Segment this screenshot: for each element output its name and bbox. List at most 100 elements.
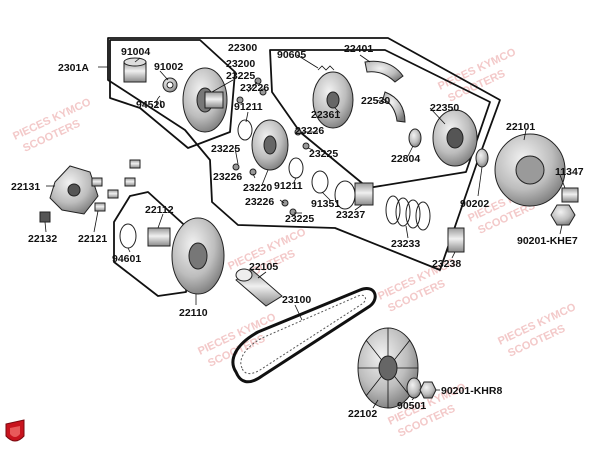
part-pin (281, 199, 289, 207)
leader-line (375, 99, 391, 105)
leader-line (257, 271, 267, 279)
leader-line (477, 166, 483, 197)
part-pin (302, 142, 310, 150)
group-outlines (107, 37, 501, 297)
part-label: 22131 (11, 181, 40, 193)
leader-line (44, 221, 47, 233)
leader-lines (44, 54, 566, 409)
leader-line (405, 225, 409, 239)
leader-line (293, 177, 297, 183)
part-90202-nut (475, 148, 489, 168)
part-90605-spring (317, 65, 335, 71)
parts (39, 57, 579, 409)
part-label: 22102 (348, 408, 377, 420)
leader-line (559, 224, 563, 235)
part-23237-collar (354, 182, 374, 206)
leader-line (407, 145, 414, 157)
part-90501-washer (406, 377, 422, 399)
part-23233-spring (385, 195, 431, 231)
leader-line (359, 54, 371, 63)
leader-line (334, 107, 341, 114)
part-22112-bushing (147, 227, 171, 247)
leader-line (294, 304, 303, 321)
part-label: 23237 (336, 209, 365, 221)
part-labels: 2301A 91004 91002 23200 23225 23226 9452… (11, 42, 584, 420)
part-94520-clip (156, 95, 161, 109)
part-label: 23226 (245, 196, 274, 208)
part-label: 22401 (344, 43, 373, 55)
leader-line (159, 99, 163, 109)
leader-line (261, 169, 269, 186)
part-label: 90501 (397, 400, 426, 412)
part-label: 94520 (136, 99, 165, 111)
part-pin (289, 208, 297, 216)
part-22804-washer (408, 128, 422, 148)
part-label: 90201-KHR8 (441, 385, 502, 397)
part-label: 22110 (179, 307, 208, 319)
part-pin (232, 163, 240, 171)
part-label: 91002 (154, 61, 183, 73)
part-label: 23233 (391, 238, 420, 250)
leader-line (127, 247, 131, 253)
part-label: 22350 (430, 102, 459, 114)
part-label: 91211 (274, 180, 303, 192)
leader-line (159, 70, 169, 81)
part-label: 22530 (361, 95, 390, 107)
part-22105-collar (235, 268, 283, 307)
part-label: 11347 (555, 166, 584, 178)
part-23238-collar (447, 227, 465, 253)
leader-line (559, 174, 566, 189)
part-label: 22361 (311, 109, 340, 121)
part-pin (259, 88, 267, 96)
part-91002-hole (166, 81, 174, 89)
part-label: 22101 (506, 121, 535, 133)
part-label: 91004 (121, 46, 150, 58)
leader-line (451, 251, 456, 259)
part-23200-boss (204, 91, 224, 109)
leader-line (134, 57, 141, 63)
leader-line (307, 147, 314, 151)
part-label: 23220 (243, 182, 272, 194)
part-23100-belt-inner (240, 294, 366, 375)
drive-face-group-outline (113, 191, 193, 297)
part-91211-o-ring (237, 119, 253, 141)
part-90201-khr8-nut (419, 381, 437, 399)
leader-line (234, 147, 239, 165)
part-22121-roller (129, 159, 141, 169)
part-label: 22132 (28, 233, 57, 245)
part-label: 23225 (211, 143, 240, 155)
part-label: 23225 (285, 213, 314, 225)
part-label: 22804 (391, 153, 420, 165)
part-label: 2301A (58, 62, 89, 74)
leader-line (523, 129, 527, 141)
part-91211-o-ring (288, 157, 304, 179)
part-22132-slider (39, 211, 51, 223)
part-94601-ring (119, 223, 137, 249)
part-label: 23238 (432, 258, 461, 270)
leader-line (93, 210, 99, 233)
leader-line (429, 107, 446, 125)
leader-line (321, 191, 331, 201)
part-label: 90605 (277, 49, 306, 61)
part-22121-roller (124, 177, 136, 187)
part-label: 22105 (249, 261, 278, 273)
leader-line (372, 399, 379, 409)
shield-logo-icon (5, 419, 25, 442)
part-22121-roller (91, 177, 103, 187)
leader-line (411, 397, 415, 401)
leader-line (245, 111, 249, 123)
part-label: 23226 (213, 171, 242, 183)
driven-face-group-outline (109, 39, 236, 149)
part-22101-center (515, 155, 545, 185)
leader-line (354, 204, 363, 211)
leader-line (211, 79, 234, 93)
part-label: 91351 (311, 198, 340, 210)
part-label: 22300 (228, 42, 257, 54)
leader-line (157, 213, 164, 229)
part-11347-bushing (561, 187, 579, 203)
part-label: 23225 (226, 70, 255, 82)
part-22350-hub (446, 127, 464, 149)
part-label: 23226 (240, 82, 269, 94)
part-22102-drive-fan (357, 327, 419, 409)
